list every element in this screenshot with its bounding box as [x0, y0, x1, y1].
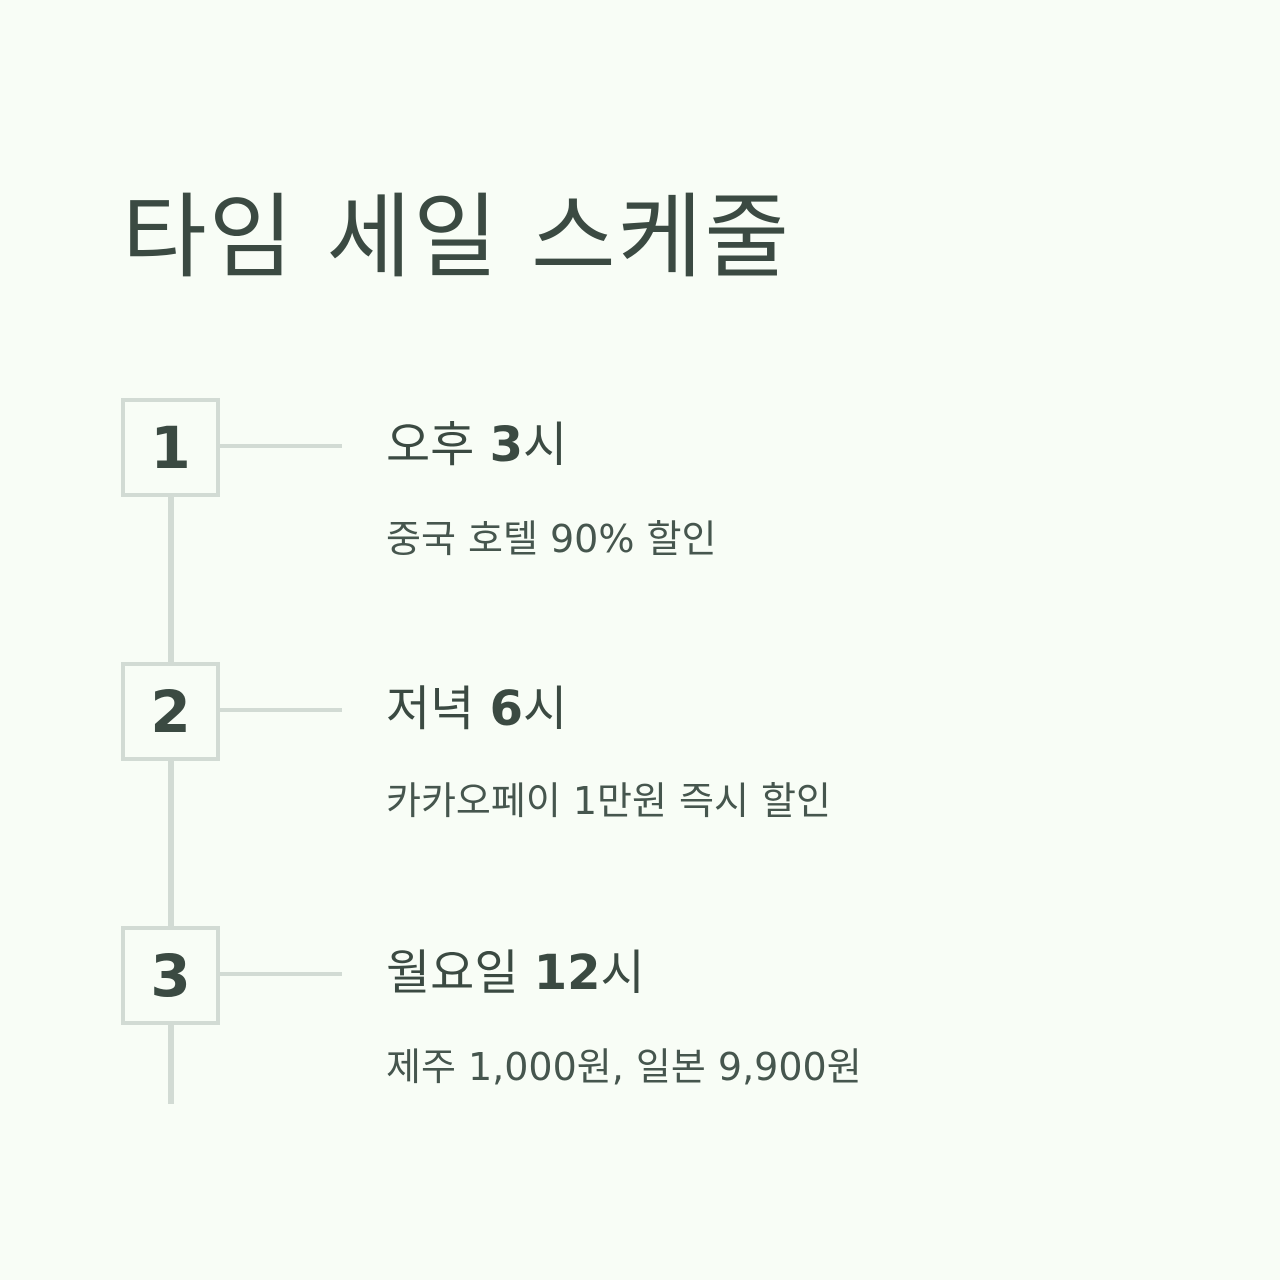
step-number-box: 1 [121, 398, 220, 497]
step-time-hour: 12 [533, 945, 601, 1001]
step-time: 월요일 12시 [386, 943, 645, 1003]
step-connector-line [216, 972, 342, 976]
timeline-line [168, 492, 174, 1104]
step-time: 저녁 6시 [386, 679, 567, 739]
step-time-label: 저녁 [386, 681, 490, 737]
step-description: 중국 호텔 90% 할인 [386, 517, 717, 561]
step-description: 제주 1,000원, 일본 9,900원 [386, 1045, 862, 1089]
step-time: 오후 3시 [386, 415, 567, 475]
step-connector-line [216, 708, 342, 712]
step-time-hour: 3 [489, 417, 523, 473]
step-time-suffix: 시 [600, 945, 645, 1001]
step-description: 카카오페이 1만원 즉시 할인 [386, 779, 831, 823]
page-title: 타임 세일 스케줄 [122, 184, 791, 291]
step-time-suffix: 시 [522, 681, 568, 737]
step-time-label: 오후 [386, 417, 490, 473]
step-time-hour: 6 [489, 681, 523, 737]
step-number-box: 2 [121, 662, 220, 761]
step-connector-line [216, 444, 342, 448]
step-time-suffix: 시 [522, 417, 568, 473]
step-time-label: 월요일 [386, 945, 534, 1001]
step-number-box: 3 [121, 926, 220, 1025]
